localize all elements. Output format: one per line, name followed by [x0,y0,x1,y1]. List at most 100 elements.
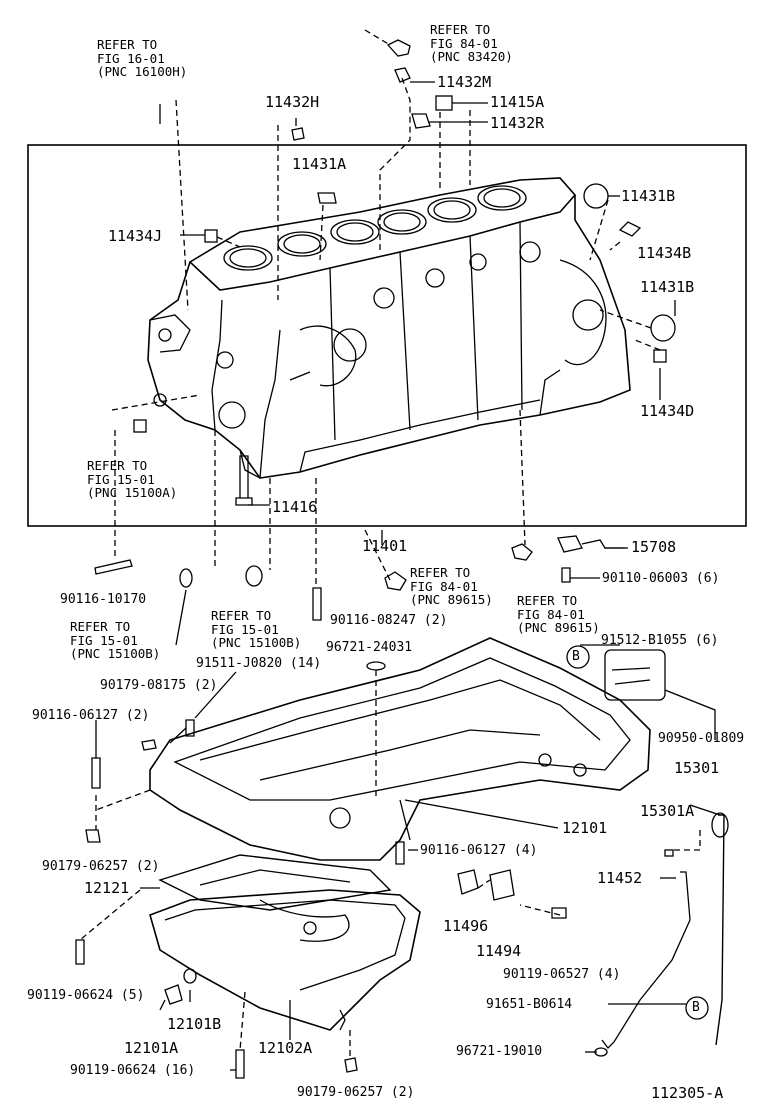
gasket-96721-24031-shape [366,661,386,671]
stud-90116-10170-shape [94,559,133,575]
ref-line: REFER TO [87,458,148,473]
ref-line: REFER TO [517,593,578,608]
ref-84-01-89615-left: REFER TO FIG 84-01 (PNC 89615) [410,566,493,607]
part-label-12101: 12101 [562,819,608,837]
cylinder-block-drawing [147,177,631,479]
part-label-11494: 11494 [476,942,522,960]
part-label-96721-19010: 96721-19010 [456,1044,543,1059]
pin-11434b-shape [618,221,642,237]
ring-15301a-shape [664,849,674,857]
callout-b-top-letter: B [572,649,580,664]
part-label-15301: 15301 [674,759,720,777]
seal-11431a-shape [317,192,337,204]
ref-line: FIG 15-01 [70,632,138,648]
part-label-91651-b0614: 91651-B0614 [486,997,573,1012]
dashed-leaders [111,29,661,585]
ref-15-01-15100b-right: REFER TO FIG 15-01 (PNC 15100B) [211,609,301,650]
part-label-11432h: 11432H [265,93,320,111]
sensor-89615-left-shape [384,571,407,591]
plug-11431b-side-shape [650,314,676,342]
callout-b-bottom-circle [685,996,709,1020]
part-label-90179-06257-bottom: 90179-06257 (2) [297,1085,415,1100]
ref-line: FIG 84-01 [517,606,585,622]
part-label-11431b-side: 11431B [640,278,695,296]
stud-90116-06127-left-shape [91,757,101,789]
part-label-15301a: 15301A [640,802,695,820]
pin-lower-shape [133,419,147,433]
ref-line: FIG 84-01 [430,35,498,51]
part-label-90110-06003: 90110-06003 (6) [602,571,720,586]
ref-line: REFER TO [430,22,491,37]
part-label-90116-06127-right: 90116-06127 (4) [420,843,538,858]
bolt-90179-08175-shape [185,719,195,737]
cover-11494-shape [489,869,515,901]
sensor-83420-shape [386,39,411,57]
part-label-90119-06624-bottom: 90119-06624 (16) [70,1063,196,1078]
oil-pan-upper-drawing [149,637,651,861]
baffle-90950-inner [611,667,651,685]
pin-11434j-shape [204,229,218,243]
gasket-11496-shape [457,869,479,895]
gasket-12101b-shape [183,968,197,984]
part-label-11416: 11416 [272,498,318,516]
part-label-11434d: 11434D [640,402,695,420]
bolt-90119-06527-shape [551,907,567,919]
pin-11434d-shape [653,349,667,363]
part-label-11434j: 11434J [108,227,163,245]
part-label-11434b: 11434B [637,244,692,262]
ref-line: REFER TO [410,565,471,580]
sensor-89615-right-shape [511,543,533,561]
bolt-90119-06624-left-shape [75,939,85,965]
ref-line: REFER TO [211,608,272,623]
part-label-90119-06624-left: 90119-06624 (5) [27,988,145,1003]
part-label-96721-24031: 96721-24031 [326,640,413,655]
dipstick-handle-shape [711,812,729,838]
part-label-12101a: 12101A [124,1039,179,1057]
ref-line: (PNC 15100B) [70,646,161,661]
ref-line: REFER TO [97,37,158,52]
part-label-11496: 11496 [443,917,489,935]
ref-15-01-15100b-left: REFER TO FIG 15-01 (PNC 15100B) [70,620,160,661]
bolt-90110-shape [561,567,571,583]
part-label-90116-08247: 90116-08247 (2) [330,613,448,628]
sensor-15708-shape [557,535,625,553]
dipstick-15301-shape [715,814,725,1046]
ref-line: (PNC 15100B) [211,635,302,650]
ref-84-01-83420: REFER TO FIG 84-01 (PNC 83420) [430,23,513,64]
part-label-90950-01809: 90950-01809 [658,731,745,746]
part-label-11431b-top: 11431B [621,187,676,205]
part-label-12102a: 12102A [258,1039,313,1057]
part-label-12121: 12121 [84,879,130,897]
ref-line: (PNC 16100H) [97,64,188,79]
oring-15100b-left-shape [179,568,193,588]
ref-line: (PNC 89615) [410,592,493,607]
ref-line: (PNC 89615) [517,620,600,635]
ref-line: FIG 15-01 [87,471,155,487]
part-label-90116-06127-left: 90116-06127 (2) [32,708,150,723]
part-label-11432r: 11432R [490,114,545,132]
baffle-12121-drawing [158,854,392,942]
plug-11432m-shape [394,67,411,83]
baffle-90950-shape [604,649,666,701]
oring-15100b-right-shape [245,565,263,587]
plug-11432r-shape [411,113,431,129]
oil-pan-lower-drawing [149,889,421,1031]
part-label-15708: 15708 [631,538,677,556]
part-label-11431a: 11431A [292,155,347,173]
plug-12101a-shape [164,984,183,1005]
part-label-11432m: 11432M [437,73,492,91]
ref-line: (PNC 15100A) [87,485,178,500]
diagram-id: 112305-A [651,1084,724,1102]
stud-90116-08247-shape [312,587,322,621]
part-label-11415a: 11415A [490,93,545,111]
plug-11432h-shape [291,127,305,141]
callout-b-top-circle [566,645,590,669]
dipstick-guide-11452-shape [601,871,691,1049]
ref-line: FIG 16-01 [97,50,165,66]
ref-15-01-15100a: REFER TO FIG 15-01 (PNC 15100A) [87,459,177,500]
part-label-11452: 11452 [597,869,643,887]
leader-lines [95,81,721,1071]
ref-84-01-89615-right: REFER TO FIG 84-01 (PNC 89615) [517,594,600,635]
